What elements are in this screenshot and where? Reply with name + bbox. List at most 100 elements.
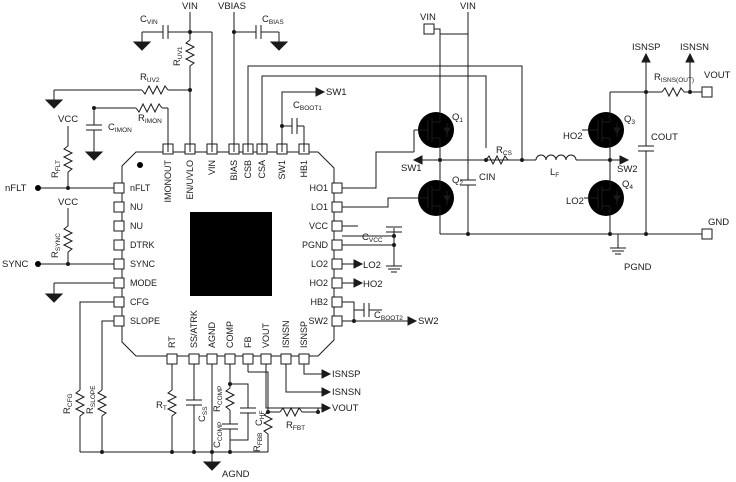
rfbb-label: RFBB xyxy=(252,432,264,452)
pin-label-en-uvlo: EN/UVLO xyxy=(185,160,195,200)
pin-nflt-0 xyxy=(113,182,125,194)
pin-cfg-6 xyxy=(113,296,125,308)
pin-label-ho2: HO2 xyxy=(309,278,328,288)
pin-label-fb: FB xyxy=(243,336,253,348)
ruv2-label: RUV2 xyxy=(140,72,160,84)
pin-rt xyxy=(166,353,178,365)
lo2-out-label: LO2 xyxy=(363,260,381,271)
pin-isnsn xyxy=(280,353,292,365)
vbias-label: VBIAS xyxy=(218,1,246,12)
top-left-network: VIN CVIN RUV1 RUV2 RIMON xyxy=(44,1,289,161)
vin-right2-label: VIN xyxy=(460,1,476,12)
risns-label: RISNS(OUT) xyxy=(654,72,694,84)
pin-label-nflt: nFLT xyxy=(130,183,151,193)
pin-label-sync: SYNC xyxy=(130,259,156,269)
pin-ho1 xyxy=(331,182,343,194)
q1-mosfet: Q1 xyxy=(414,112,463,148)
sw2-mid-label: SW2 xyxy=(617,164,638,175)
isnsn-top-label: ISNSN xyxy=(680,42,709,53)
isnsp-out-label: ISNSP xyxy=(332,369,361,380)
rflt-resistor xyxy=(62,145,74,173)
cout-label: COUT xyxy=(651,132,678,143)
css-label: CSS xyxy=(197,406,209,422)
pin-label-nu: NU xyxy=(130,221,143,231)
right-pin-network: CVCC LO2 HO2 CBOOT2 SW2 xyxy=(342,151,439,327)
cboot2-label: CBOOT2 xyxy=(374,310,403,322)
gnd-output-terminal xyxy=(701,228,713,240)
pin-label-agnd: AGND xyxy=(207,321,217,348)
ruv1-label: RUV1 xyxy=(172,46,184,66)
pin-dtrk-3 xyxy=(113,239,125,251)
rimon-label: RIMON xyxy=(138,113,162,125)
lo2-gate-label: LO2 xyxy=(566,196,584,207)
rfbb-resistor xyxy=(262,411,274,435)
rsync-label: RSYNC xyxy=(50,233,62,258)
rsync-resistor xyxy=(62,225,74,253)
pin-label-isnsn: ISNSN xyxy=(281,320,291,348)
nflt-terminal xyxy=(35,185,41,191)
cboot1-label: CBOOT1 xyxy=(293,100,322,112)
pin-ss-atrk xyxy=(188,353,200,365)
rcfg-resistor xyxy=(74,389,86,417)
pin-label-csa: CSA xyxy=(257,160,267,179)
rt-label: RT xyxy=(156,400,167,412)
pin-nu-2 xyxy=(113,220,125,232)
pin-label-pgnd: PGND xyxy=(302,240,329,250)
bottom-network: AGND RT CSS RCOMP CCOMP CHF xyxy=(80,364,361,480)
rcs-label: RCS xyxy=(496,145,513,157)
sw1-mid-label: SW1 xyxy=(401,163,422,174)
pin-vout xyxy=(260,353,272,365)
pin-label-vout: VOUT xyxy=(261,322,271,348)
pin-label-ho1: HO1 xyxy=(309,183,328,193)
pin-ho2 xyxy=(331,277,343,289)
cvin-label: CVIN xyxy=(140,14,158,26)
gnd-label: GND xyxy=(708,217,729,228)
sync-terminal xyxy=(35,261,41,267)
isnsp-top-label: ISNSP xyxy=(632,42,661,53)
ccomp-label: CCOMP xyxy=(212,422,224,448)
pin-pgnd xyxy=(331,239,343,251)
lf-label: LF xyxy=(550,167,559,179)
left-external-network: nFLT VCC RFLT SYNC VCC RSYNC RCFG RSLOPE xyxy=(2,114,114,452)
vout-right-label: VOUT xyxy=(704,70,731,81)
agnd-label: AGND xyxy=(222,469,250,480)
rflt-label: RFLT xyxy=(50,160,62,178)
pin-sw2 xyxy=(331,315,343,327)
pin-label-lo1: LO1 xyxy=(311,202,328,212)
exposed-pad xyxy=(190,212,272,296)
controller-ic xyxy=(121,151,335,357)
pin-label-ss-atrk: SS/ATRK xyxy=(189,310,199,348)
ruv2-resistor xyxy=(141,84,169,96)
pin-mode-5 xyxy=(113,277,125,289)
rslope-label: RSLOPE xyxy=(85,385,97,414)
pin-label-rt: RT xyxy=(167,336,177,348)
pin-vcc xyxy=(331,220,343,232)
vin-right1-label: VIN xyxy=(420,12,436,23)
rimon-resistor xyxy=(135,102,163,114)
pin-lo2 xyxy=(331,258,343,270)
pin-label-lo2: LO2 xyxy=(311,259,328,269)
ruv1-resistor xyxy=(184,39,196,67)
pin-label-dtrk: DTRK xyxy=(130,240,155,250)
chf-label: CHF xyxy=(254,410,266,426)
q3-mosfet: Q3 xyxy=(584,92,635,160)
q4-mosfet: Q4 xyxy=(584,160,633,234)
pin-hb2 xyxy=(331,296,343,308)
ho2-gate-label: HO2 xyxy=(563,131,583,142)
ho2-out-label: HO2 xyxy=(363,279,383,290)
pin-label-vin: VIN xyxy=(207,160,217,175)
risns-resistor xyxy=(661,86,685,98)
vcc-top-label: VCC xyxy=(58,114,78,125)
pin-label-hb1: HB1 xyxy=(299,160,309,178)
pin-label-imonout: IMONOUT xyxy=(163,160,173,203)
isnsn-out-label: ISNSN xyxy=(332,387,361,398)
rt-resistor xyxy=(166,389,178,417)
q3-label: Q3 xyxy=(624,114,635,126)
rcs-resistor xyxy=(485,154,509,166)
rfbt-label: RFBT xyxy=(286,420,305,432)
pin-sync-4 xyxy=(113,258,125,270)
pin-label-vcc: VCC xyxy=(309,221,329,231)
